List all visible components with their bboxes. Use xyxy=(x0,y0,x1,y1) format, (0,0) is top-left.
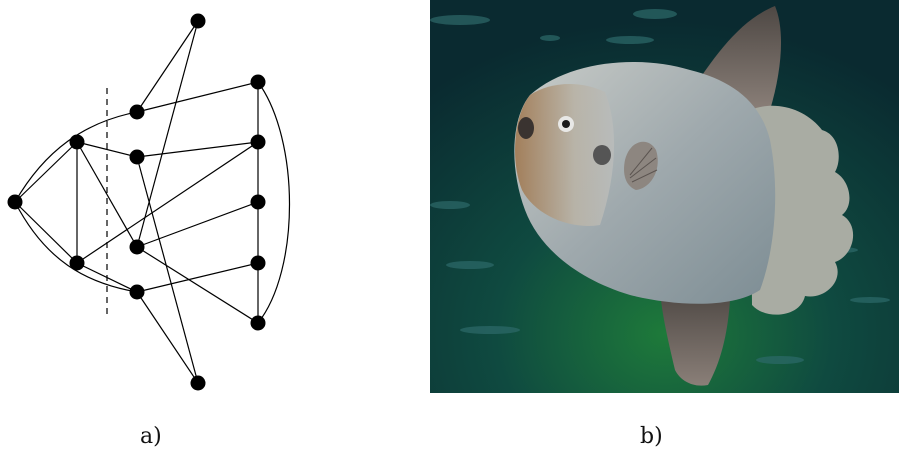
graph-node xyxy=(250,194,266,210)
graph-edge xyxy=(136,156,199,384)
graph-edge xyxy=(76,141,138,158)
graph-diagram xyxy=(0,0,300,400)
edge-layer xyxy=(14,20,290,384)
graph-edge xyxy=(136,201,259,248)
node-layer xyxy=(7,13,266,391)
graph-node xyxy=(129,149,145,165)
pectoral-fin-rays xyxy=(629,147,658,183)
fish-mouth xyxy=(518,117,534,139)
pectoral-fin xyxy=(624,141,658,190)
graph-edge xyxy=(136,81,259,113)
graph-node xyxy=(69,255,85,271)
graph-node xyxy=(190,375,206,391)
graph-edge xyxy=(136,262,259,293)
graph-edge xyxy=(136,141,259,158)
anal-fin xyxy=(660,290,730,386)
curved-edge-upper xyxy=(14,111,138,203)
caption-a: a) xyxy=(140,424,162,449)
sunfish-photo xyxy=(430,0,899,393)
graph-edge xyxy=(136,246,259,324)
fish-pupil xyxy=(562,120,570,128)
graph-edge xyxy=(136,291,199,384)
graph-node xyxy=(250,255,266,271)
graph-node xyxy=(69,134,85,150)
curved-edge-lower xyxy=(14,201,138,293)
graph-svg xyxy=(7,13,290,391)
caption-b: b) xyxy=(640,424,663,449)
graph-node xyxy=(250,74,266,90)
clavus-tail xyxy=(750,105,854,315)
graph-edge xyxy=(136,20,199,113)
graph-edge xyxy=(76,141,259,264)
fish-head xyxy=(515,84,615,226)
graph-edge xyxy=(136,20,199,248)
graph-node xyxy=(129,284,145,300)
graph-edge xyxy=(14,141,78,203)
graph-edge xyxy=(14,201,78,264)
graph-node xyxy=(250,134,266,150)
graph-node xyxy=(129,239,145,255)
curved-edge-right xyxy=(257,81,290,324)
photo-svg xyxy=(430,0,899,393)
gill-opening xyxy=(593,145,611,165)
graph-node xyxy=(7,194,23,210)
graph-node xyxy=(250,315,266,331)
graph-edge xyxy=(76,262,138,293)
graph-node xyxy=(129,104,145,120)
graph-node xyxy=(190,13,206,29)
